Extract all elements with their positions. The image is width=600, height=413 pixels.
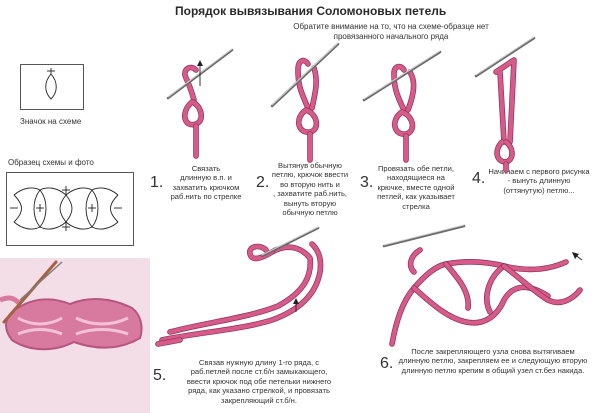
step-2-illustration (270, 42, 340, 163)
solomon-loop-symbol-icon (45, 68, 57, 100)
step-3-text: Провязать обе петли, находящиеся на крюч… (377, 164, 455, 211)
step-3-number: 3. (360, 174, 374, 191)
step-6-text: После закрепляющего узла снова вытягивае… (398, 347, 588, 375)
step-6-number: 6. (380, 355, 394, 372)
step-4-illustration (474, 36, 536, 173)
step-5-number: 5. (153, 367, 167, 384)
sample-caption: Образец схемы и фото (8, 158, 94, 167)
step-3-illustration (362, 50, 442, 163)
page-title: Порядок вывязывания Соломоновых петель (175, 4, 447, 18)
scheme-note: Обратите внимание на то, что на схеме-об… (293, 22, 489, 41)
sample-scheme-diagram (10, 186, 122, 231)
step-4-number: 4. (472, 170, 486, 187)
step-1-illustration (166, 48, 234, 159)
step-1-number: 1. (150, 174, 164, 191)
sample-scheme-box (6, 172, 134, 246)
step-5-text: Связав нужную длину 1-го ряда, с раб.пет… (186, 358, 332, 405)
step-5-illustration (155, 226, 324, 347)
step-2-number: 2. (256, 174, 270, 191)
symbol-caption: Значок на схеме (20, 117, 82, 126)
step-2-text: Вытянув обычную петлю, крючок ввести во … (271, 161, 349, 218)
photo-crochet-swatch (0, 260, 143, 351)
symbol-box (20, 64, 84, 110)
step-6-illustration (382, 224, 583, 347)
step-1-text: Связать длинную в.п. и захватить крючком… (170, 164, 242, 202)
